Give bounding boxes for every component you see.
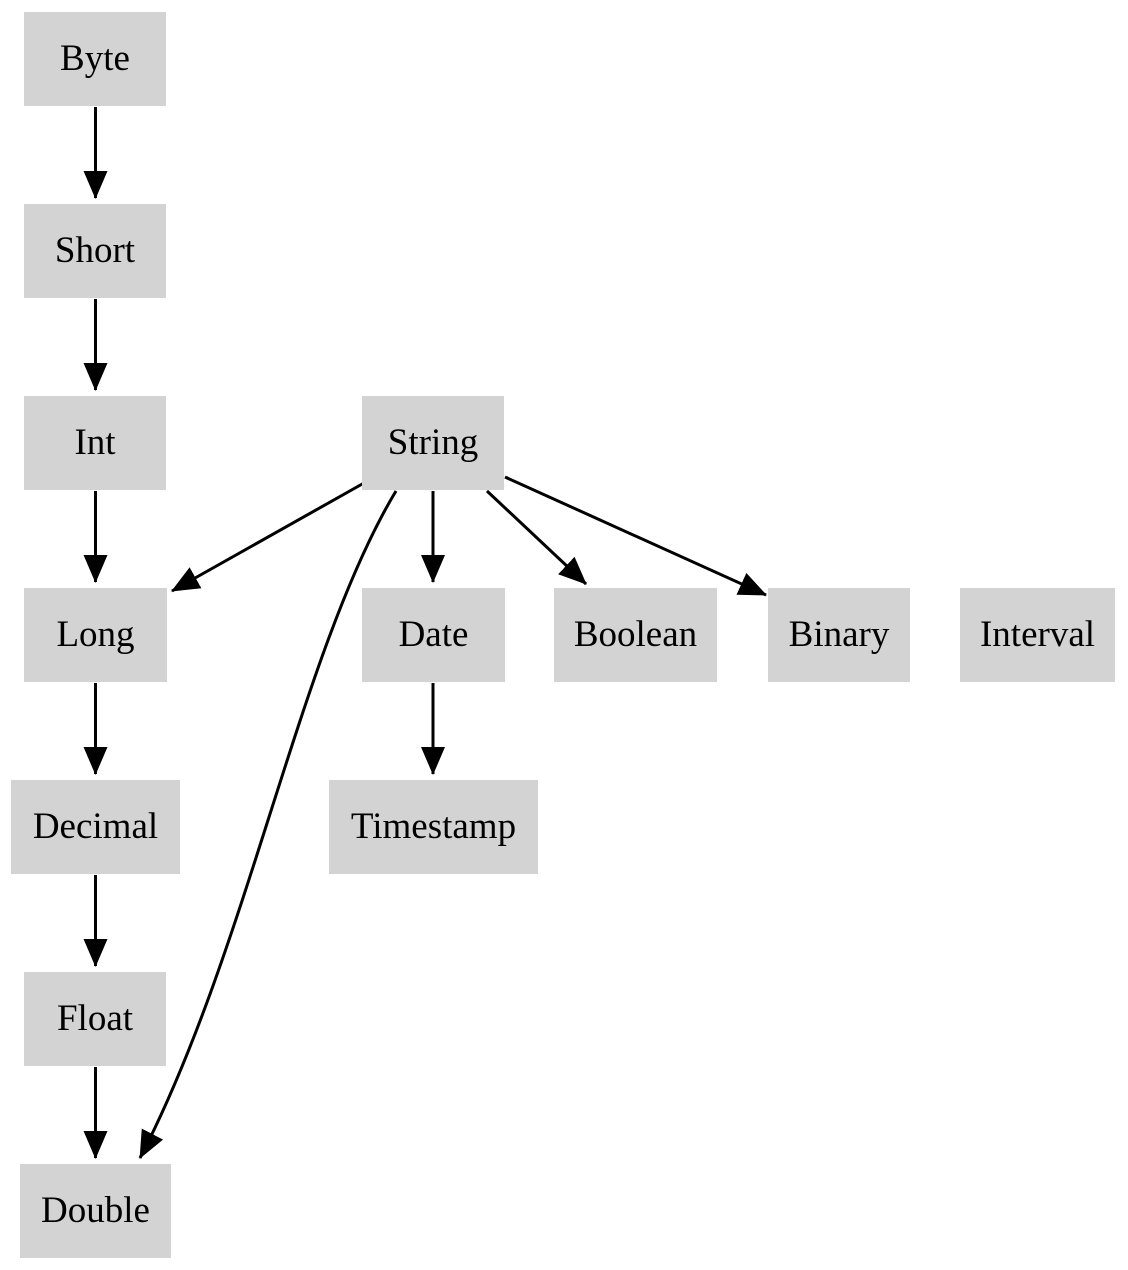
node-label: Date [398,613,469,655]
node-label: String [387,421,479,463]
node-label: Short [54,229,136,271]
node-string: String [362,396,504,490]
edge-string-boolean [485,489,588,586]
node-label: Timestamp [350,805,517,847]
node-decimal: Decimal [11,780,180,874]
node-label: Binary [788,613,890,655]
node-label: Long [56,613,135,655]
node-interval: Interval [960,588,1115,682]
node-date: Date [362,588,505,682]
node-timestamp: Timestamp [329,780,538,874]
node-label: Boolean [573,613,698,655]
node-float: Float [24,972,166,1066]
node-double: Double [20,1164,171,1258]
node-label: Decimal [32,805,159,847]
node-byte: Byte [24,12,166,106]
node-boolean: Boolean [554,588,717,682]
edge-string-binary [504,475,767,597]
node-label: Int [74,421,116,463]
node-short: Short [24,204,166,298]
node-int: Int [24,396,166,490]
node-label: Byte [60,37,130,79]
node-label: Interval [979,613,1096,655]
edge-string-double [138,490,398,1159]
node-label: Float [56,997,134,1039]
node-binary: Binary [768,588,910,682]
node-long: Long [24,588,167,682]
edge-string-long [171,481,365,593]
node-label: Double [41,1189,150,1231]
